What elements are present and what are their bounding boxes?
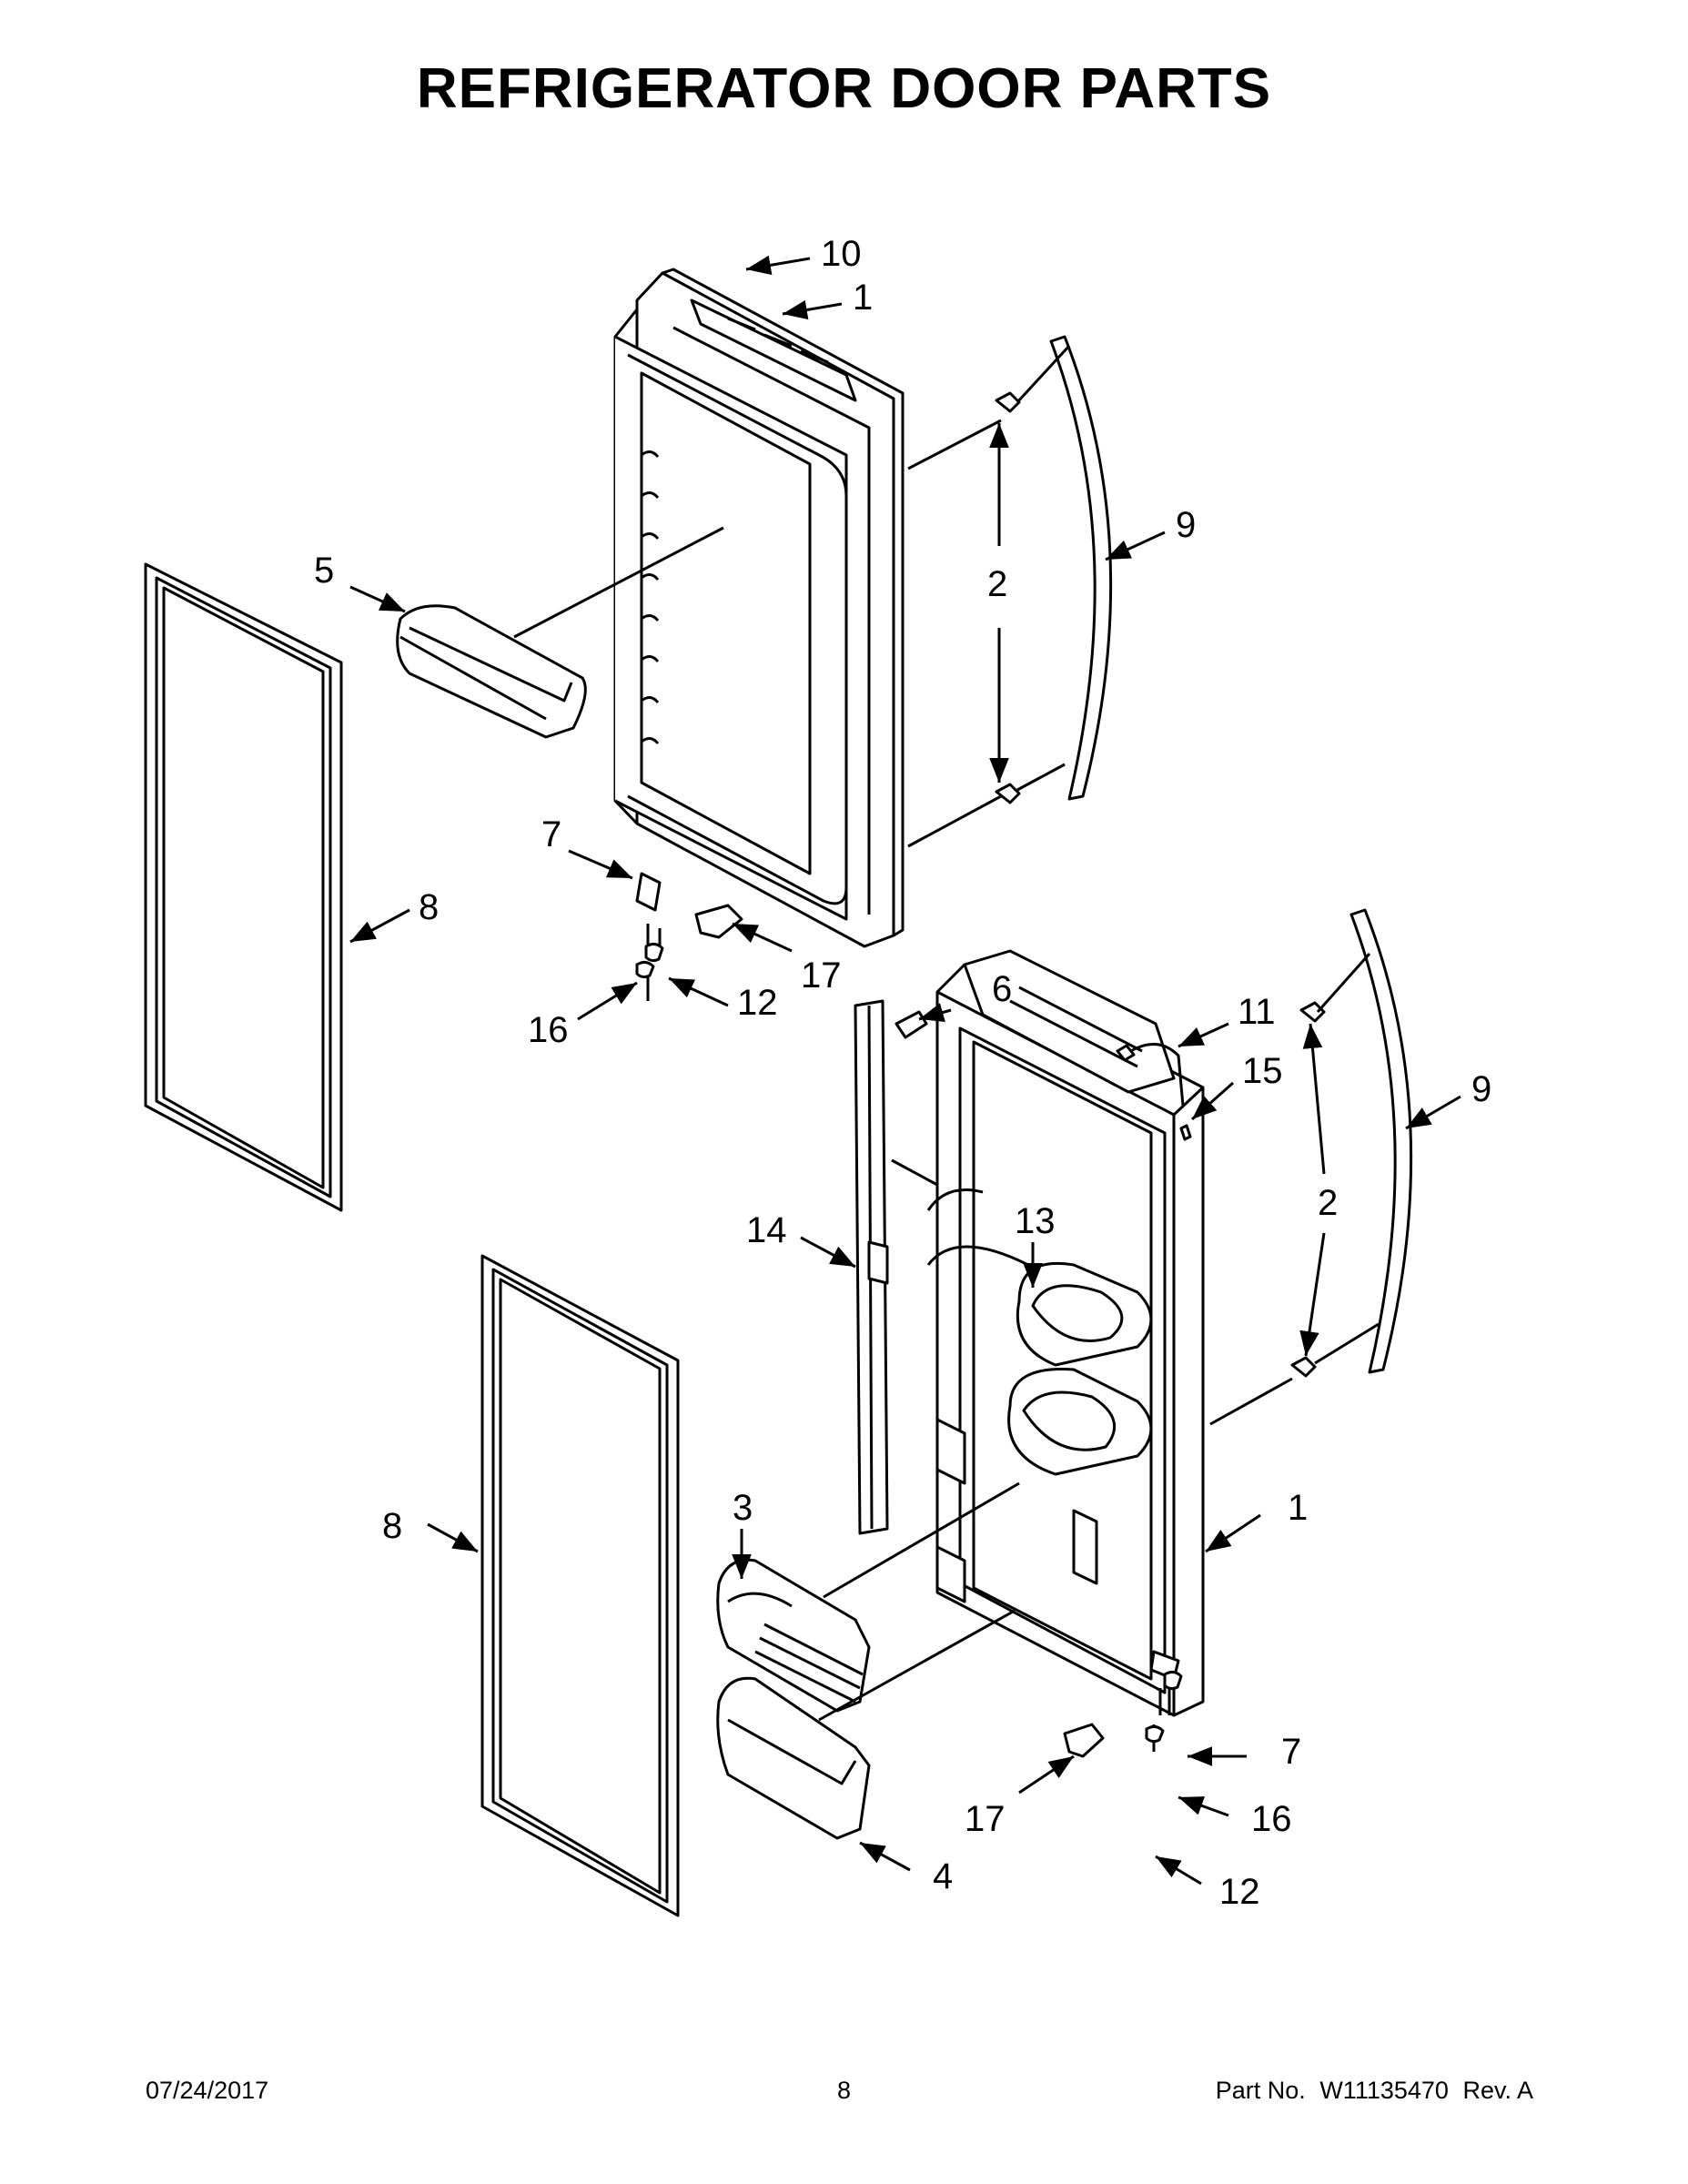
door-bin-3 — [716, 1558, 871, 1713]
callout-10: 10 — [821, 234, 862, 274]
door-bin-4 — [716, 1676, 871, 1840]
door-gasket-lower — [480, 1254, 680, 1917]
callout-9-lower: 9 — [1471, 1069, 1491, 1109]
lower-door-liner — [926, 949, 1205, 1717]
callout-6: 6 — [992, 969, 1012, 1009]
callout-7-lower: 7 — [1281, 1732, 1301, 1772]
leader-arrows — [349, 255, 1461, 1886]
callout-9-upper: 9 — [1176, 505, 1196, 545]
callout-1-lower: 1 — [1288, 1488, 1308, 1528]
callout-13: 13 — [1015, 1201, 1056, 1241]
upper-door-liner — [613, 268, 905, 948]
hinge-hardware-lower — [1063, 1650, 1183, 1758]
callout-14: 14 — [746, 1210, 787, 1250]
callout-12-lower: 12 — [1219, 1872, 1260, 1912]
door-rail-14 — [854, 999, 889, 1535]
door-bin-upper — [396, 604, 587, 739]
screw-6 — [895, 1010, 928, 1039]
door-gasket-upper — [144, 562, 343, 1212]
callout-5: 5 — [314, 551, 334, 591]
page-title: REFRIGERATOR DOOR PARTS — [416, 57, 1272, 120]
callout-16-lower: 16 — [1251, 1799, 1292, 1839]
callout-8-lower: 8 — [382, 1506, 402, 1546]
hinge-hardware-upper — [635, 872, 743, 1001]
callout-2-upper: 2 — [987, 564, 1007, 604]
callout-7-upper: 7 — [541, 814, 561, 854]
callout-11: 11 — [1238, 992, 1276, 1032]
callout-16-upper: 16 — [528, 1010, 569, 1050]
footer-part-info: Part No. W11135470 Rev. A — [1208, 2077, 1533, 2105]
footer-page-number: 8 — [836, 2077, 852, 2104]
footer-revision: Rev. A — [1462, 2077, 1533, 2104]
callout-17-lower: 17 — [965, 1799, 1006, 1839]
callout-2-lower: 2 — [1318, 1183, 1338, 1223]
callout-1-upper: 1 — [853, 278, 873, 318]
footer-date: 07/24/2017 — [146, 2077, 269, 2104]
callout-labels: 10 1 9 2 5 7 8 17 12 16 6 11 15 9 2 14 1… — [314, 234, 1491, 1912]
footer-part-label: Part No. — [1215, 2077, 1306, 2104]
footer-part-number: W11135470 — [1319, 2077, 1449, 2104]
callout-17-upper: 17 — [801, 956, 842, 996]
callout-8-upper: 8 — [419, 887, 439, 927]
callout-12-upper: 12 — [737, 983, 778, 1023]
door-handle-upper — [1049, 335, 1113, 801]
water-tube-11 — [1116, 1043, 1192, 1141]
handle-mount-screws-upper — [995, 391, 1021, 804]
door-handle-lower — [1349, 908, 1413, 1374]
callout-3: 3 — [733, 1488, 753, 1528]
callout-15: 15 — [1242, 1051, 1283, 1091]
callout-4: 4 — [933, 1856, 953, 1896]
handle-mount-screws-lower — [1290, 1001, 1326, 1378]
